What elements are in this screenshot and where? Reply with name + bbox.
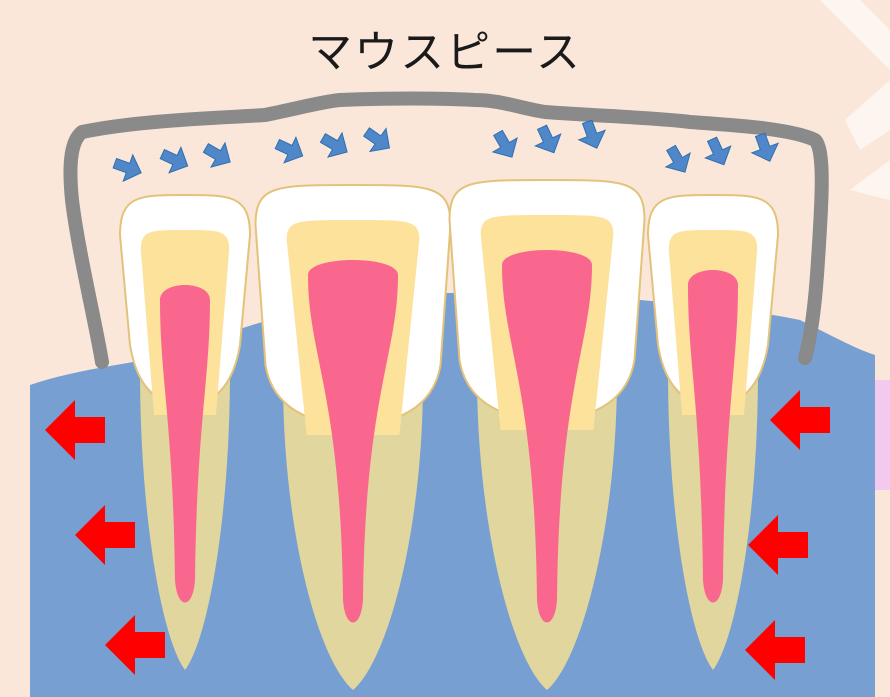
pressure-arrow-icon xyxy=(486,126,524,164)
pressure-arrow-icon xyxy=(316,126,354,164)
pressure-arrow-icon xyxy=(156,141,193,178)
pressure-arrow-icon xyxy=(659,141,697,179)
background-stripes xyxy=(820,0,890,200)
pressure-arrow-icon xyxy=(199,136,237,174)
pressure-arrow-icon xyxy=(529,121,566,158)
pressure-arrow-icon xyxy=(110,150,146,186)
pressure-arrow-icon xyxy=(699,133,736,170)
pressure-arrow-icon xyxy=(271,131,308,168)
pressure-arrow-icon xyxy=(359,121,398,160)
